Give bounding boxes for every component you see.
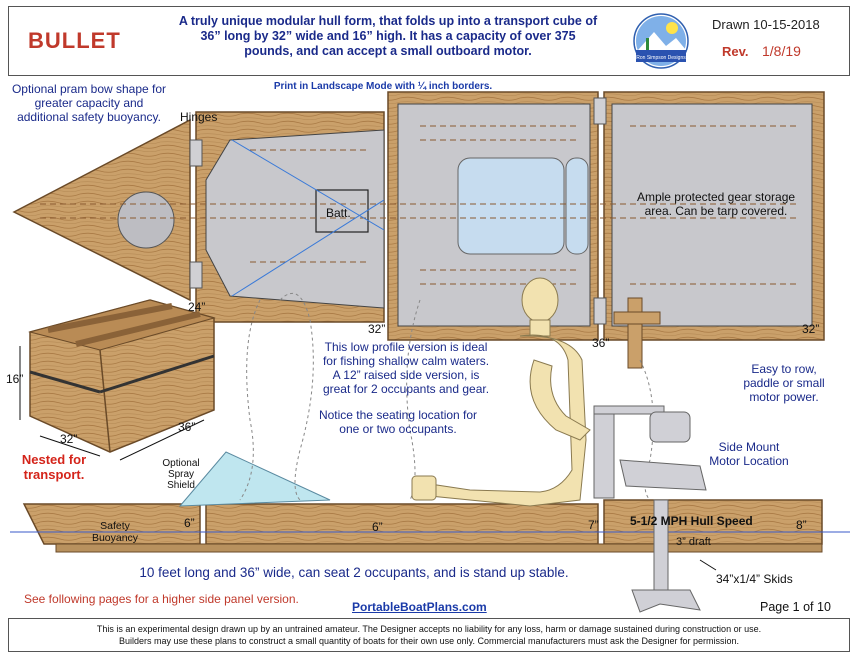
nested-cube [28,299,216,453]
page-title: BULLET [28,28,121,53]
seating-note: Notice the seating location for one or t… [318,408,478,436]
revision-date: 1/8/19 [762,43,801,59]
dim-16: 16” [6,372,24,386]
disclaimer-line-1: This is an experimental design drawn up … [96,624,762,634]
forward-deck [205,129,385,309]
dim-32-c: 32” [60,432,78,446]
page-number: Page 1 of 10 [760,600,831,614]
dim-24: 24” [188,300,206,314]
low-profile-note: This low profile version is ideal for fi… [322,340,490,396]
dim-32-a: 32” [368,322,386,336]
skids-label: 34”x1/4” Skids [716,572,793,586]
skid [55,543,823,553]
draft-label: 3” draft [676,536,711,548]
bow-hatch [117,191,175,249]
title-block [8,6,850,76]
hull-speed-label: 5-1/2 MPH Hull Speed [630,514,753,528]
pram-bow-note: Optional pram bow shape for greater capa… [11,82,167,124]
guide-line [231,139,385,297]
stern-section [603,499,823,545]
hinge-icon [189,139,203,167]
seat-well-side [565,157,589,255]
skid-line [250,125,800,285]
hinge-icon [189,261,203,289]
hinge-icon [593,297,607,325]
seat-well [457,157,565,255]
skid-pointer [699,559,717,571]
website-link[interactable]: PortableBoatPlans.com [352,600,487,614]
spray-shield-label: Optional Spray Shield [162,458,200,491]
dim-6-b: 6” [372,520,383,534]
dim-7: 7” [588,518,599,532]
plan-view-hull [12,91,825,341]
skid-line [40,203,800,219]
side-elevation-hull [10,451,850,553]
hinge-icon [593,97,607,125]
designer-logo: Ron Simpson Designs [632,12,690,70]
drawn-date: Drawn 10-15-2018 [712,17,820,32]
gear-storage-note: Ample protected gear storage area. Can b… [636,190,796,218]
disclaimer-line-2: Builders may use these plans to construc… [118,636,740,646]
stern-deck [611,103,813,327]
skid-line [420,125,580,285]
hinges-label: Hinges [180,110,218,124]
motor-top [613,297,661,369]
dim-32-b: 32” [802,322,820,336]
occupant-figure [411,277,591,507]
battery-label: Batt. [326,206,351,220]
safety-buoyancy-label: Safety Buoyancy [91,520,139,544]
dim-6-a: 6” [184,516,195,530]
spray-shield [178,451,331,507]
design-description: A truly unique modular hull form, that f… [178,14,598,58]
pram-bow [12,118,191,302]
dim-36-b: 36” [178,420,196,434]
side-mount-motor [593,405,707,613]
nested-note: Nested for transport. [21,452,87,482]
power-note: Easy to row, paddle or small motor power… [743,362,825,404]
dimension-arrow [19,346,205,461]
disclaimer-footer: This is an experimental design drawn up … [8,618,850,652]
dim-8: 8” [796,518,807,532]
ghost-occupants [239,292,654,501]
logo-text: Ron Simpson Designs [636,55,686,61]
logo-icon: Ron Simpson Designs [633,13,689,69]
dim-36-a: 36” [592,336,610,350]
following-pages-note: See following pages for a higher side pa… [24,592,299,606]
side-mount-note: Side Mount Motor Location [709,440,789,468]
battery-box [315,189,369,233]
revision-label: Rev. [722,44,749,59]
center-section [205,503,599,545]
print-note: Print in Landscape Mode with ¼ inch bord… [273,81,493,92]
specs-summary: 10 feet long and 36” wide, can seat 2 oc… [139,565,569,580]
